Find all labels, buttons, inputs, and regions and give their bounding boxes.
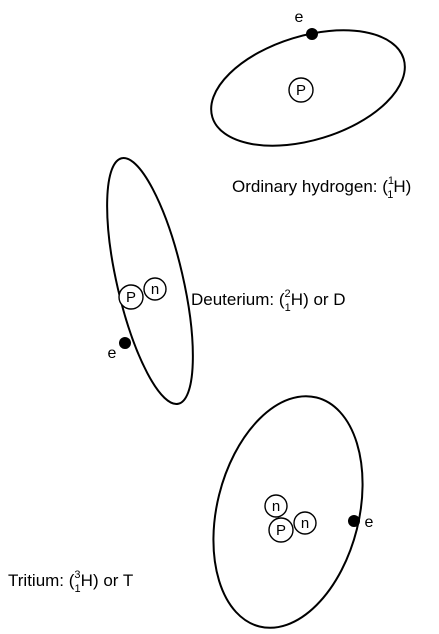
hydrogen-electron-label: e (295, 9, 304, 26)
deuterium-orbit (106, 157, 194, 405)
deuterium-neutron (143, 277, 167, 301)
tritium-neutron-right (293, 511, 317, 535)
hydrogen-proton-label: P (296, 82, 306, 99)
hydrogen-electron (306, 28, 318, 40)
hydrogen-proton (288, 77, 314, 103)
deuterium-electron-label: e (108, 345, 117, 362)
deuterium-electron (119, 337, 131, 349)
tritium-orbit (212, 395, 364, 629)
tritium-proton-label: P (276, 522, 286, 539)
tritium-electron-label: e (365, 514, 374, 531)
tritium-proton (268, 517, 294, 543)
deuterium-proton (118, 284, 144, 310)
deuterium-proton-label: P (126, 289, 136, 306)
tritium-neutron-top (264, 494, 288, 518)
tritium-neutron-right-label: n (301, 515, 309, 532)
tritium-neutron-top-label: n (272, 498, 280, 515)
tritium-electron (348, 515, 360, 527)
hydrogen-orbit (210, 29, 406, 147)
deuterium-neutron-label: n (151, 281, 159, 298)
